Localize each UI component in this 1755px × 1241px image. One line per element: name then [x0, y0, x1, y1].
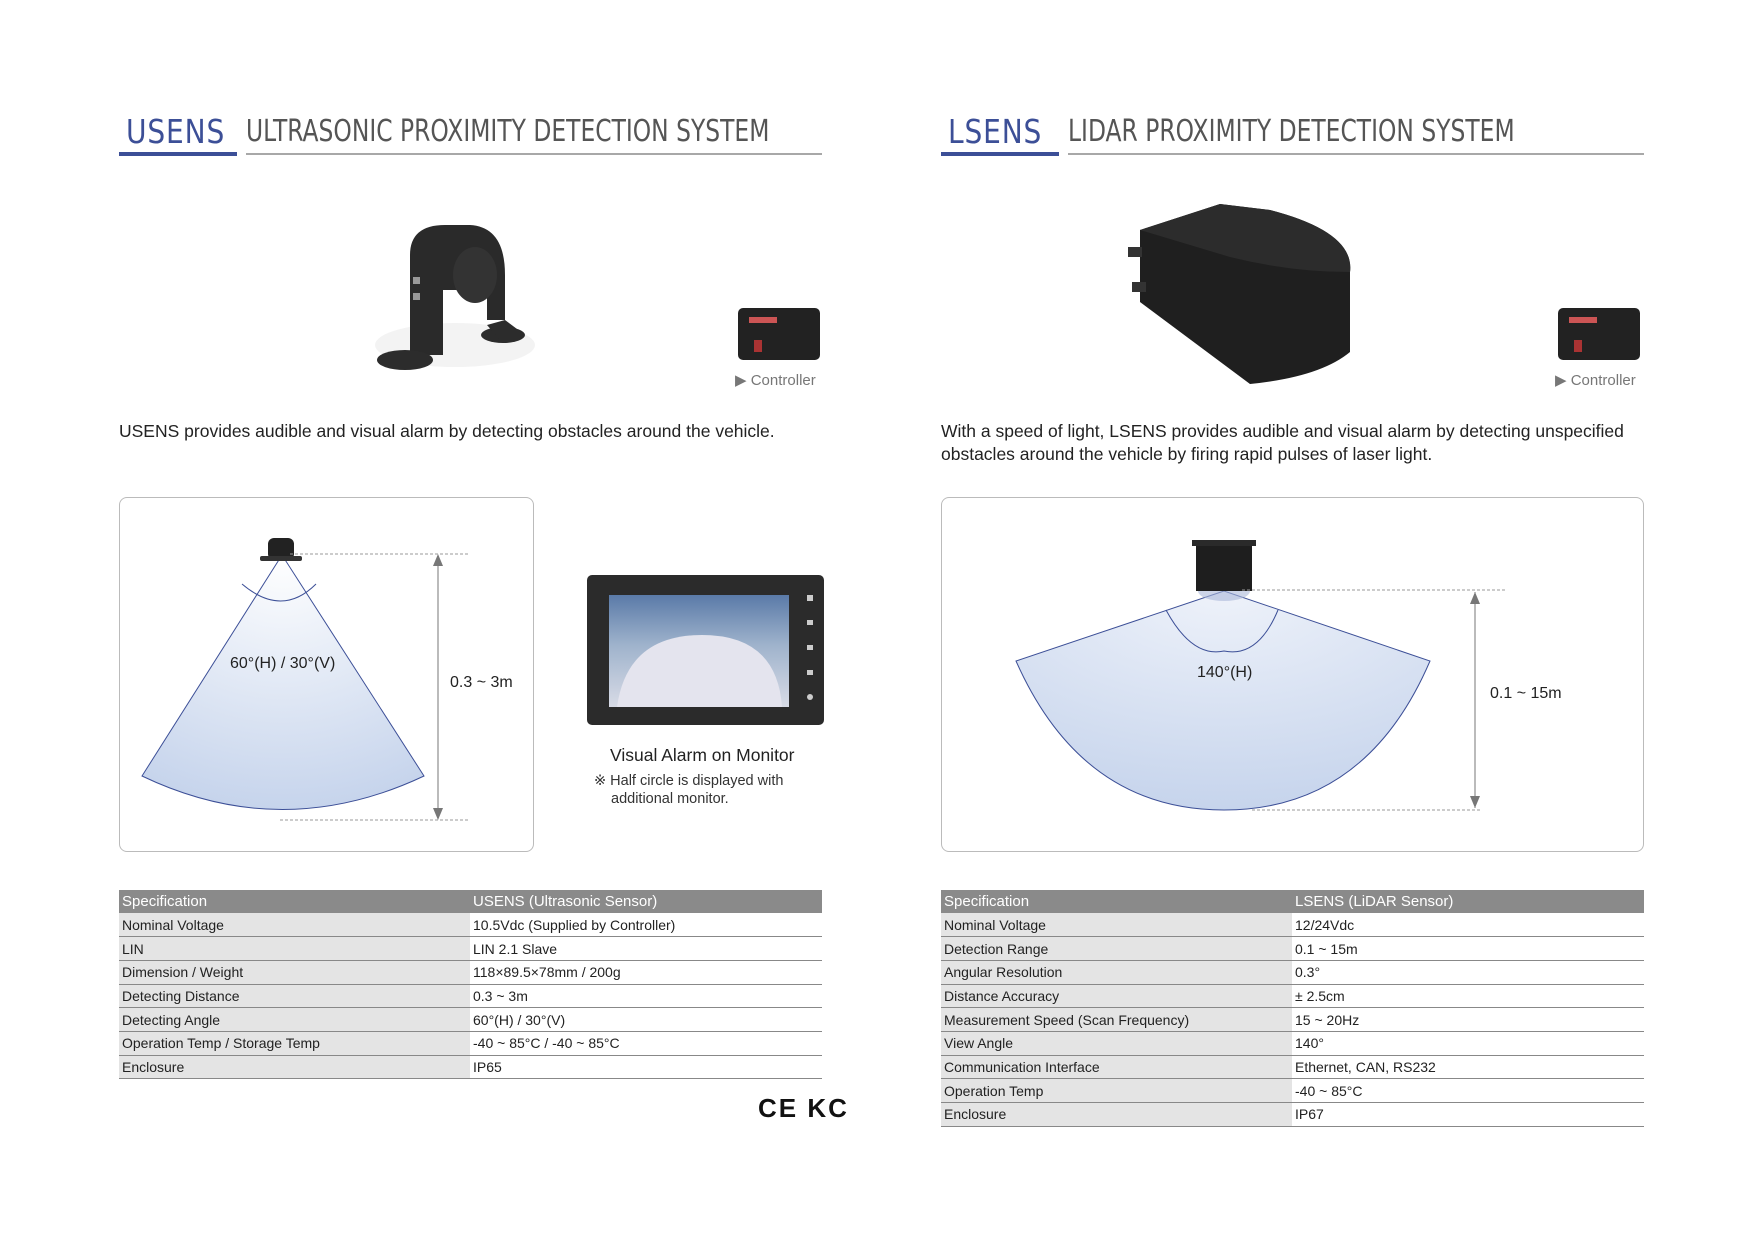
spec-value: 140° [1292, 1031, 1644, 1056]
usens-title: ULTRASONIC PROXIMITY DETECTION SYSTEM [246, 114, 770, 149]
spec-value: 0.3 ~ 3m [470, 984, 822, 1009]
play-triangle-icon: ▶ [735, 372, 747, 389]
header-spec: Specification [941, 890, 1292, 913]
header-product: USENS (Ultrasonic Sensor) [470, 890, 822, 913]
controller-caption: ▶ Controller [1555, 371, 1636, 389]
spec-value: ± 2.5cm [1292, 984, 1644, 1009]
title-underline [1068, 153, 1644, 155]
usens-angle-label: 60°(H) / 30°(V) [230, 655, 336, 672]
spec-value: IP65 [470, 1055, 822, 1080]
spec-value: 10.5Vdc (Supplied by Controller) [470, 913, 822, 938]
monitor-title: Visual Alarm on Monitor [610, 745, 795, 765]
spec-key: Operation Temp [941, 1078, 1292, 1103]
spec-key: Operation Temp / Storage Temp [119, 1031, 470, 1056]
brand-underline [119, 152, 237, 156]
usens-brand: USENS [126, 112, 226, 151]
header-spec: Specification [119, 890, 470, 913]
controller-label: Controller [750, 372, 816, 389]
lsens-range-label: 0.1 ~ 15m [1490, 685, 1562, 702]
spec-key: Communication Interface [941, 1055, 1292, 1080]
controller-image [1558, 308, 1640, 360]
title-underline [246, 153, 822, 155]
spec-value: Ethernet, CAN, RS232 [1292, 1055, 1644, 1080]
usens-range-label: 0.3 ~ 3m [450, 674, 513, 691]
monitor-note: ※ Half circle is displayed with addition… [594, 773, 784, 807]
spec-value: -40 ~ 85°C [1292, 1078, 1644, 1103]
header-product: LSENS (LiDAR Sensor) [1292, 890, 1644, 913]
lsens-angle-label: 140°(H) [1197, 664, 1253, 681]
spec-value: 0.3° [1292, 960, 1644, 985]
lsens-brand: LSENS [948, 112, 1043, 151]
table-row: Distance Accuracy± 2.5cm [941, 984, 1644, 1009]
spec-key: Nominal Voltage [941, 913, 1292, 938]
brand-underline [941, 152, 1059, 156]
spec-key: Enclosure [941, 1102, 1292, 1127]
spec-key: Measurement Speed (Scan Frequency) [941, 1007, 1292, 1032]
monitor-image [587, 575, 824, 725]
spec-key: Dimension / Weight [119, 960, 470, 985]
spec-value: 0.1 ~ 15m [1292, 936, 1644, 961]
controller-label: Controller [1570, 372, 1636, 389]
spec-value: -40 ~ 85°C / -40 ~ 85°C [470, 1031, 822, 1056]
lsens-sensor-image [1128, 204, 1351, 384]
spec-value: 118×89.5×78mm / 200g [470, 960, 822, 985]
controller-image [738, 308, 820, 360]
spec-value: 60°(H) / 30°(V) [470, 1007, 822, 1032]
spec-key: Enclosure [119, 1055, 470, 1080]
spec-key: Nominal Voltage [119, 913, 470, 938]
spec-key: Distance Accuracy [941, 984, 1292, 1009]
spec-value: 12/24Vdc [1292, 913, 1644, 938]
spec-key: Detection Range [941, 936, 1292, 961]
table-row: Measurement Speed (Scan Frequency)15 ~ 2… [941, 1007, 1644, 1032]
spec-key: View Angle [941, 1031, 1292, 1056]
lsens-title: LIDAR PROXIMITY DETECTION SYSTEM [1068, 114, 1515, 149]
spec-key: Detecting Angle [119, 1007, 470, 1032]
table-row: Operation Temp / Storage Temp-40 ~ 85°C … [119, 1031, 822, 1056]
certification-marks: CE KC [758, 1093, 849, 1123]
usens-detection-diagram: 60°(H) / 30°(V) 0.3 ~ 3m [119, 497, 534, 852]
controller-caption: ▶ Controller [735, 371, 816, 389]
play-triangle-icon: ▶ [1555, 372, 1567, 389]
usens-description: USENS provides audible and visual alarm … [119, 421, 775, 441]
spec-key: Detecting Distance [119, 984, 470, 1009]
spec-value: 15 ~ 20Hz [1292, 1007, 1644, 1032]
spec-value: LIN 2.1 Slave [470, 936, 822, 961]
table-row: Operation Temp-40 ~ 85°C [941, 1078, 1644, 1103]
lsens-detection-diagram: 140°(H) 0.1 ~ 15m [941, 497, 1644, 852]
spec-value: IP67 [1292, 1102, 1644, 1127]
lsens-description: With a speed of light, LSENS provides au… [941, 421, 1624, 464]
spec-key: Angular Resolution [941, 960, 1292, 985]
spec-key: LIN [119, 936, 470, 961]
usens-sensor-image [375, 225, 535, 370]
